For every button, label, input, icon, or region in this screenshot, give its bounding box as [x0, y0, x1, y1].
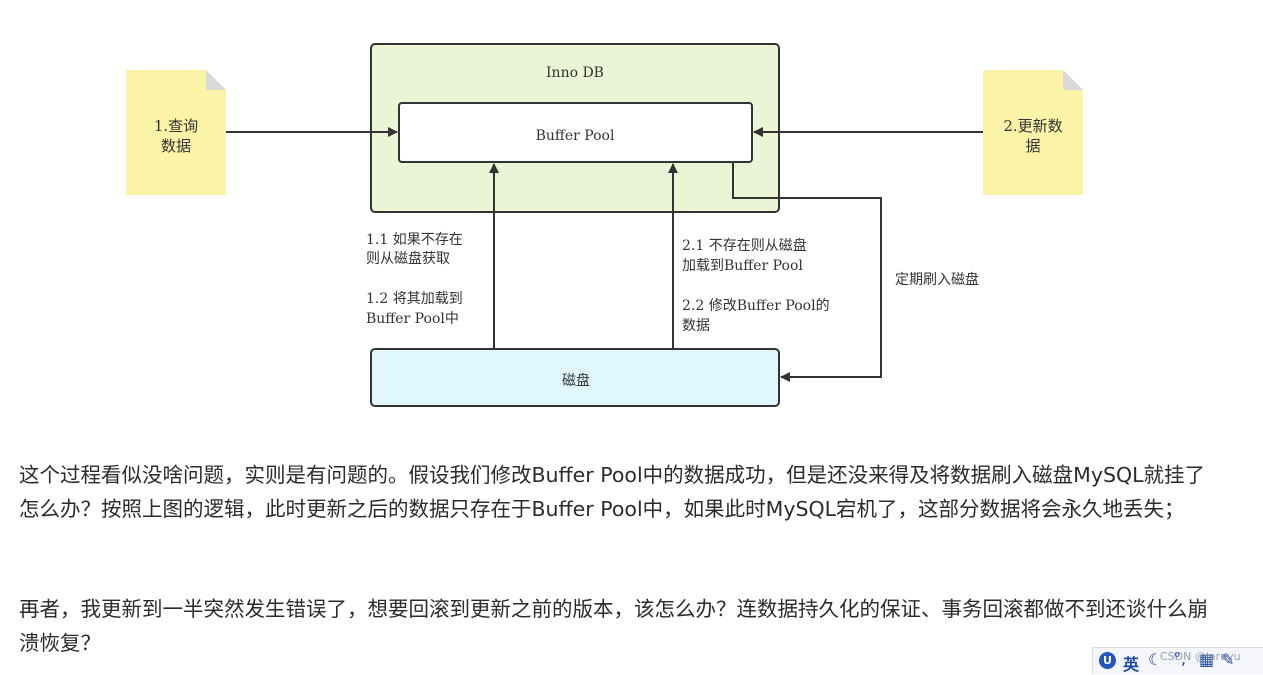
query-path-line5: Buffer Pool中 — [366, 311, 459, 327]
query-path-line4: 1.2 将其加载到 — [366, 291, 463, 307]
disk-label: 磁盘 — [562, 372, 590, 389]
watermark: CSDN @laruyu — [1160, 650, 1241, 663]
update-data-note: 2.更新数 据 — [983, 70, 1083, 195]
update-path-line4: 2.2 修改Buffer Pool的 — [682, 298, 830, 314]
update-note-line2: 据 — [1025, 137, 1040, 155]
update-path-label: 2.1 不存在则从磁盘 加载到Buffer Pool 2.2 修改Buffer … — [682, 237, 830, 334]
innodb-diagram: Inno DB Buffer Pool 磁盘 1.查询 数据 2.更新数 据 1… — [126, 43, 1083, 407]
ime-logo-icon[interactable]: U — [1099, 652, 1116, 669]
keyboard-icon[interactable]: ▦ — [1199, 650, 1215, 669]
paragraph-1: 这个过程看似没啥问题，实则是有问题的。假设我们修改Buffer Pool中的数据… — [19, 463, 1206, 521]
flush-arrow — [732, 162, 882, 382]
query-path-line2: 则从磁盘获取 — [366, 250, 450, 267]
ime-toolbar[interactable]: U 英 ☾ °, ▦ ✎ — [1092, 647, 1263, 674]
wrench-icon[interactable]: ✎ — [1221, 650, 1235, 669]
update-note-line1: 2.更新数 — [1003, 117, 1062, 135]
disk-box — [370, 348, 780, 407]
buffer-pool-label: Buffer Pool — [536, 128, 615, 144]
query-note-line2: 数据 — [161, 137, 191, 155]
query-path-line1: 1.1 如果不存在 — [366, 232, 463, 248]
punctuation-icon[interactable]: °, — [1173, 649, 1187, 668]
paragraph-2: 再者，我更新到一半突然发生错误了，想要回滚到更新之前的版本，该怎么办？连数据持久… — [19, 597, 1208, 655]
update-path-line5: 数据 — [682, 318, 710, 334]
ime-language-toggle[interactable]: 英 — [1123, 655, 1140, 674]
query-path-label: 1.1 如果不存在 则从磁盘获取 1.2 将其加载到 Buffer Pool中 — [366, 232, 463, 327]
update-path-line1: 2.1 不存在则从磁盘 — [682, 237, 807, 254]
update-path-line2: 加载到Buffer Pool — [682, 258, 803, 274]
query-note-line1: 1.查询 — [154, 117, 198, 135]
moon-icon[interactable]: ☾ — [1148, 650, 1163, 669]
flush-label: 定期刷入磁盘 — [895, 271, 979, 288]
buffer-pool-box — [398, 102, 753, 163]
query-data-note: 1.查询 数据 — [126, 70, 226, 195]
innodb-label: Inno DB — [546, 65, 604, 81]
